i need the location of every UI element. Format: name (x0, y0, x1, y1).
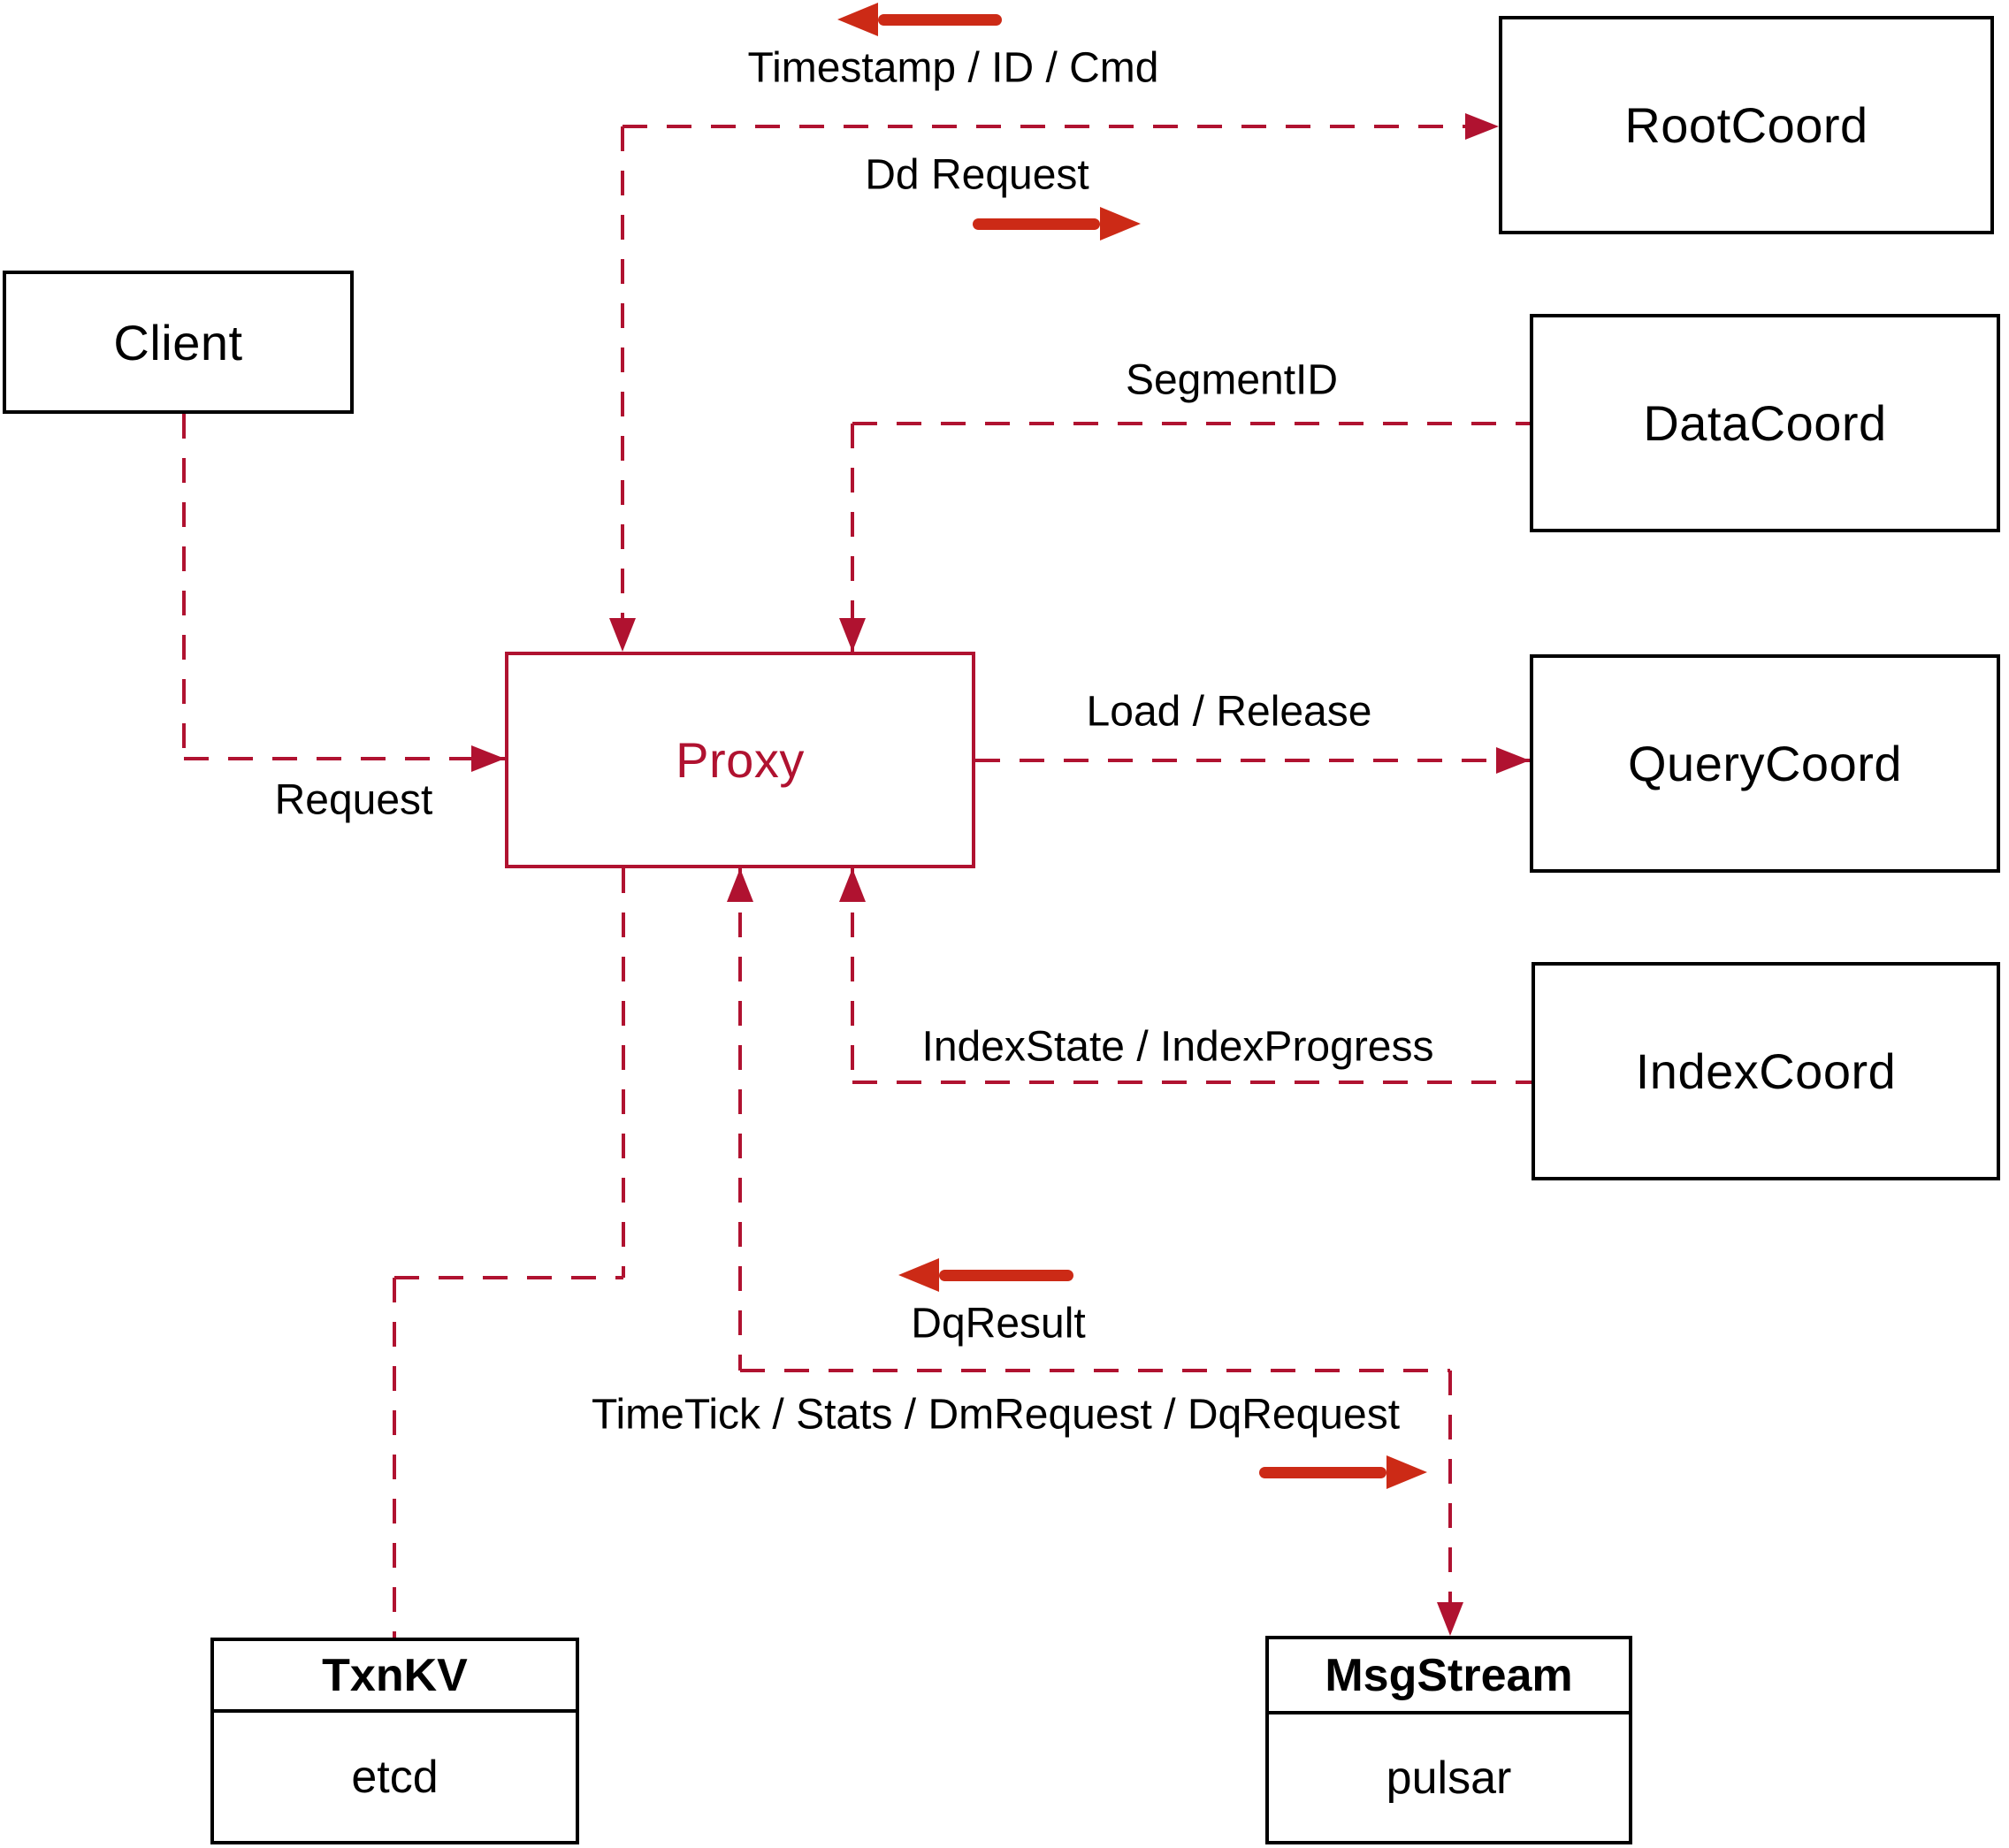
direction-arrow-right-dd-request-icon (973, 207, 1141, 241)
node-txnkv: TxnKV etcd (210, 1638, 579, 1844)
node-proxy-label: Proxy (676, 732, 805, 788)
edge-datacoord-proxy-vertical (851, 424, 854, 652)
edge-label-indexstate-indexprogress: IndexState / IndexProgress (921, 1023, 1434, 1071)
edge-client-proxy-horizontal (184, 757, 505, 760)
node-client: Client (3, 271, 354, 414)
edge-client-proxy-vertical (182, 414, 186, 759)
edge-label-load-release: Load / Release (1086, 688, 1372, 736)
edge-proxy-msgstream-horizontal (740, 1369, 1450, 1372)
edge-proxy-msgstream-vertical-1 (738, 868, 742, 1371)
edge-proxy-txnkv-horizontal (394, 1276, 623, 1279)
edge-datacoord-proxy-horizontal (852, 422, 1530, 425)
arrowhead-into-rootcoord-icon (1465, 113, 1499, 140)
node-datacoord-label: DataCoord (1643, 395, 1887, 451)
edge-proxy-txnkv-vertical-1 (622, 868, 625, 1278)
edge-label-timestamp-id-cmd: Timestamp / ID / Cmd (747, 44, 1159, 92)
edge-proxy-msgstream-vertical-2 (1448, 1371, 1452, 1636)
node-datacoord: DataCoord (1530, 314, 2000, 532)
node-msgstream-title: MsgStream (1269, 1639, 1629, 1714)
edge-label-dqresult: DqResult (911, 1300, 1086, 1348)
node-client-label: Client (113, 314, 243, 370)
node-rootcoord: RootCoord (1499, 16, 1994, 234)
arrowhead-into-proxy-bottom-left-icon (727, 868, 753, 902)
edge-indexcoord-proxy-vertical (851, 868, 854, 1082)
arrowhead-into-msgstream-icon (1437, 1602, 1463, 1636)
arrowhead-into-proxy-bottom-right-icon (839, 868, 866, 902)
node-indexcoord: IndexCoord (1532, 962, 2000, 1180)
edge-label-timetick-stats: TimeTick / Stats / DmRequest / DqRequest (591, 1391, 1401, 1439)
edge-proxy-rootcoord-horizontal (623, 125, 1499, 128)
node-indexcoord-label: IndexCoord (1635, 1043, 1897, 1099)
direction-arrow-left-dqresult-icon (898, 1258, 1073, 1292)
edge-proxy-querycoord-horizontal (975, 759, 1530, 762)
edge-label-request: Request (274, 776, 433, 824)
arrowhead-into-proxy-top-left-icon (609, 618, 636, 652)
node-proxy: Proxy (505, 652, 975, 868)
node-txnkv-subtitle: etcd (351, 1751, 439, 1803)
edge-label-segmentid: SegmentID (1125, 356, 1339, 404)
node-msgstream: MsgStream pulsar (1265, 1636, 1632, 1844)
node-querycoord-label: QueryCoord (1627, 736, 1903, 791)
node-msgstream-subtitle: pulsar (1386, 1752, 1512, 1804)
node-querycoord: QueryCoord (1530, 654, 2000, 873)
edge-indexcoord-proxy-horizontal (852, 1081, 1532, 1084)
arrowhead-into-proxy-left-icon (471, 745, 505, 772)
edge-proxy-rootcoord-vertical (621, 126, 624, 652)
direction-arrow-right-timetick-icon (1259, 1455, 1427, 1489)
edge-label-dd-request: Dd Request (865, 151, 1089, 199)
direction-arrow-left-timestamp-icon (837, 3, 1002, 36)
node-txnkv-title: TxnKV (214, 1641, 576, 1713)
arrowhead-into-proxy-top-right-icon (839, 618, 866, 652)
node-rootcoord-label: RootCoord (1624, 97, 1868, 153)
arrowhead-into-querycoord-icon (1496, 747, 1530, 774)
edge-proxy-txnkv-vertical-2 (393, 1278, 396, 1638)
